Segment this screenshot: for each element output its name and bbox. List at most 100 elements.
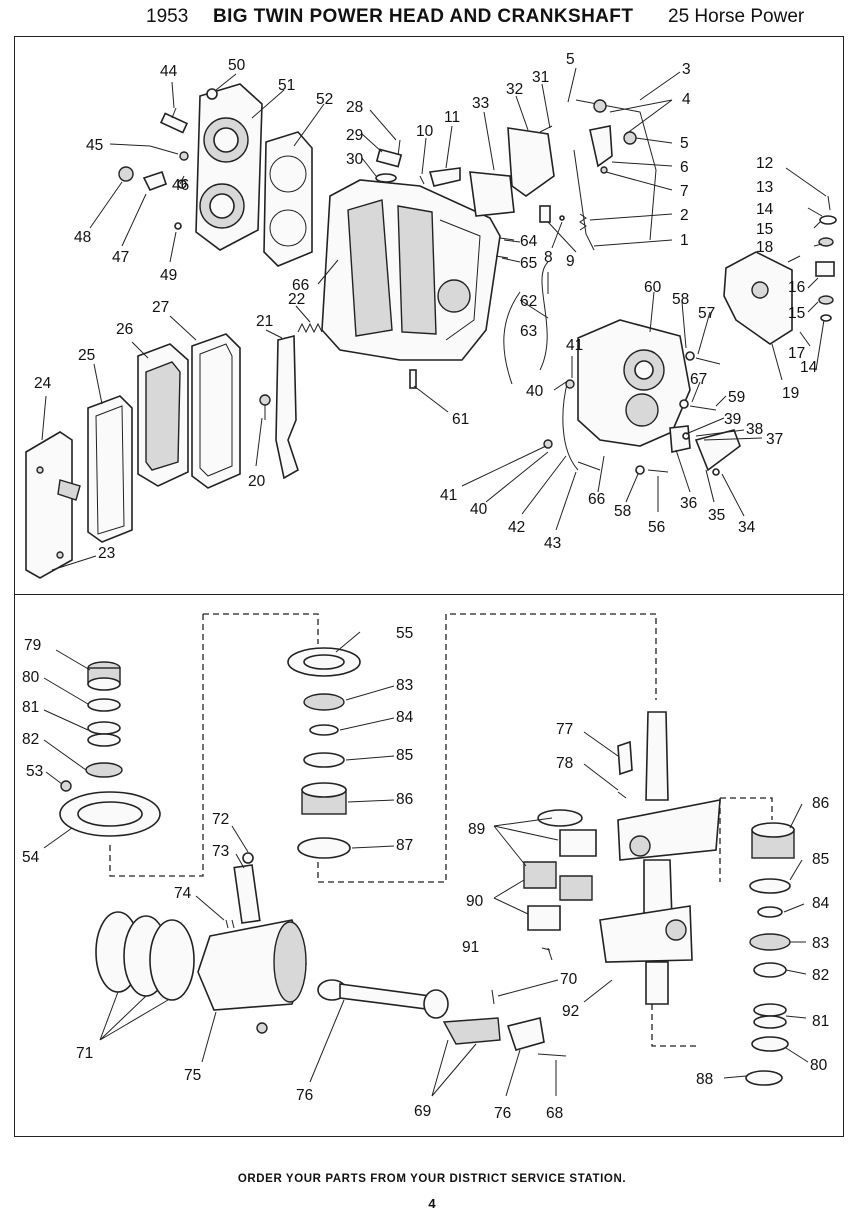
nut-drawing [118,166,134,182]
callout-80b: 80 [810,1057,828,1074]
callout-81b: 81 [812,1013,829,1030]
tube-62-drawing [539,261,549,371]
callout-89: 89 [468,821,485,838]
callout-83a: 83 [396,677,413,694]
callout-6: 6 [680,159,689,176]
callout-14b: 14 [800,359,818,376]
head-gasket-drawing [263,131,313,267]
callout-48: 48 [74,229,91,246]
callout-64: 64 [520,233,538,250]
callout-62: 62 [520,293,537,310]
adapter-32-drawing [507,127,555,197]
baffle-drawing [275,334,299,480]
bolt-45-drawing [149,145,179,155]
callout-58a: 58 [672,291,689,308]
callout-76b: 76 [494,1105,511,1122]
callout-51: 51 [278,77,295,94]
callout-17: 17 [788,345,805,362]
callout-13: 13 [756,179,773,196]
crankshaft-drawing [599,711,721,1005]
callout-4: 4 [682,91,691,108]
callout-57: 57 [698,305,715,322]
callout-56: 56 [648,519,665,536]
callout-81a: 81 [22,699,39,716]
callout-14a: 14 [756,201,774,218]
callout-41a: 41 [566,337,583,354]
callout-75: 75 [184,1067,201,1084]
callout-46: 46 [172,177,189,194]
callout-71: 71 [76,1045,93,1062]
callout-55: 55 [396,625,413,642]
callout-77: 77 [556,721,573,738]
callout-53: 53 [26,763,43,780]
callout-73: 73 [212,843,229,860]
callout-45: 45 [86,137,103,154]
callout-37: 37 [766,431,783,448]
callout-28: 28 [346,99,363,116]
callout-65: 65 [520,255,537,272]
callout-67: 67 [690,371,707,388]
callout-8: 8 [544,249,553,266]
tube-63-drawing [503,291,521,385]
callout-12: 12 [756,155,773,172]
exhaust-gasket-drawing [87,395,133,543]
callout-33: 33 [472,95,489,112]
callout-63: 63 [520,323,537,340]
clamp-16-drawing [815,261,835,277]
callout-68: 68 [546,1105,563,1122]
callout-86a: 86 [396,791,413,808]
callout-85a: 85 [396,747,413,764]
header-year: 1953 [146,6,189,27]
callout-61: 61 [452,411,469,428]
lower-right-bearing-stack-drawing [745,822,795,1086]
callout-29: 29 [346,127,363,144]
cylinder-block-drawing [321,179,501,361]
callout-20: 20 [248,473,266,490]
callout-10: 10 [416,123,434,140]
callout-84a: 84 [396,709,414,726]
callout-52: 52 [316,91,333,108]
callout-3: 3 [682,61,691,78]
callout-92: 92 [562,1003,579,1020]
callout-58b: 58 [614,503,631,520]
bracket-drawing [142,170,168,192]
callout-49: 49 [160,267,177,284]
callout-82b: 82 [812,967,829,984]
callout-74: 74 [174,885,192,902]
callout-79: 79 [24,637,41,654]
callout-9: 9 [566,253,575,270]
callout-60: 60 [644,279,662,296]
exhaust-inner-plate-drawing [137,343,189,487]
cylinder-head-drawing [195,83,263,251]
lower-bearing-stack-drawing [287,647,361,859]
callout-88: 88 [696,1071,713,1088]
callout-25: 25 [78,347,95,364]
callout-26: 26 [116,321,133,338]
callout-40a: 40 [526,383,544,400]
leader-lines [41,67,827,1097]
lever-bracket-drawing [589,125,613,168]
callout-24: 24 [34,375,52,392]
upper-bearing-stack-drawing [85,661,123,778]
callout-72: 72 [212,811,229,828]
callout-76a: 76 [296,1087,313,1104]
needle-bearing-69-drawing [442,1017,501,1045]
callout-44: 44 [160,63,178,80]
callout-19: 19 [782,385,799,402]
piston-drawing [197,919,307,1034]
callout-83b: 83 [812,935,829,952]
page-header: 1953 BIG TWIN POWER HEAD AND CRANKSHAFT … [0,6,864,32]
wrist-pin-drawing [233,864,261,924]
callout-36: 36 [680,495,697,512]
callout-35: 35 [708,507,725,524]
link-9-drawing [539,205,551,223]
connecting-rod-drawing [317,979,449,1019]
callout-91: 91 [462,939,479,956]
dowel-pin-drawing [409,369,417,389]
callout-85b: 85 [812,851,829,868]
callout-16: 16 [788,279,805,296]
callout-54: 54 [22,849,40,866]
callout-15b: 15 [788,305,805,322]
spring-drawing [297,322,323,334]
